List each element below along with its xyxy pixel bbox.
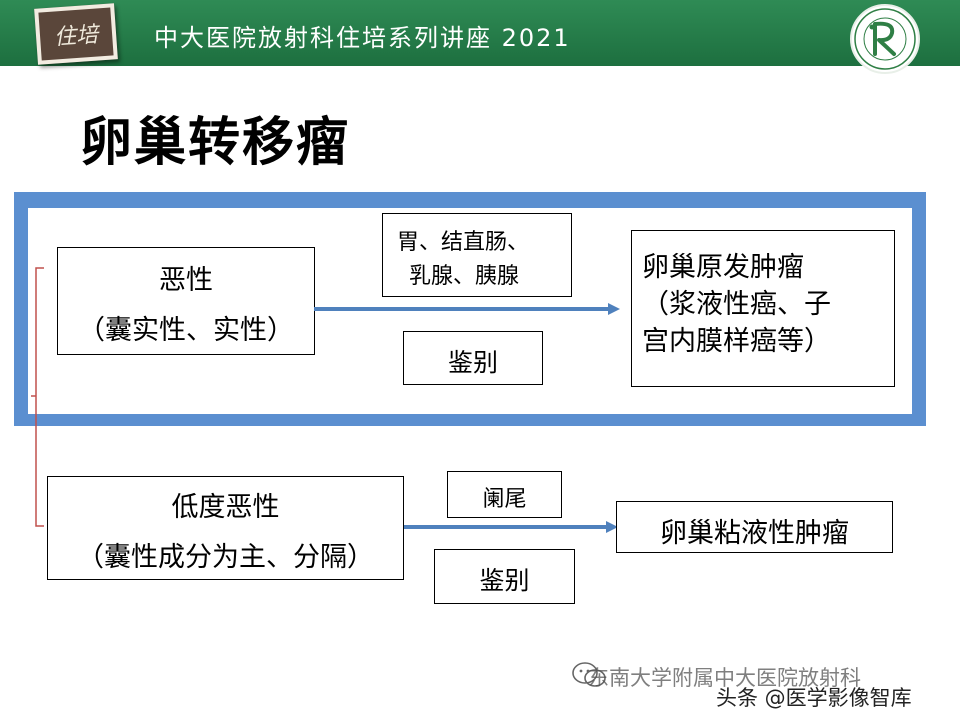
low-malignant-box: 低度恶性 （囊性成分为主、分隔） <box>47 476 404 580</box>
low-differential-label: 鉴别 <box>479 566 530 595</box>
low-malignant-arrow <box>404 521 618 533</box>
slide-title: 卵巢转移瘤 <box>80 113 351 173</box>
malignant-differential-box: 鉴别 <box>403 331 543 385</box>
watermark-attribution: 头条 @医学影像智库 <box>716 686 912 710</box>
badge-text: 住培 <box>53 22 99 51</box>
low-malignant-label: 低度恶性 <box>171 492 280 523</box>
appendix-box: 阑尾 <box>447 471 562 518</box>
malignant-box: 恶性 （囊实性、实性） <box>57 247 315 355</box>
watermark-source: 东南大学附属中大医院放射科 <box>588 666 861 690</box>
malignant-sources-line1: 胃、结直肠、 <box>397 230 530 255</box>
hospital-radiology-seal-icon <box>850 4 920 74</box>
header-title: 中大医院放射科住培系列讲座 2021 <box>154 24 571 52</box>
mucinous-tumor-box: 卵巢粘液性肿瘤 <box>616 501 893 553</box>
malignant-differential-label: 鉴别 <box>447 348 498 377</box>
low-malignant-subtitle: （囊性成分为主、分隔） <box>77 542 374 573</box>
primary-tumor-line3: 宫内膜样癌等） <box>642 326 831 357</box>
appendix-label: 阑尾 <box>482 487 527 512</box>
grouping-bracket <box>31 267 44 527</box>
primary-tumor-box: 卵巢原发肿瘤 （浆液性癌、子 宫内膜样癌等） <box>631 230 895 387</box>
malignant-sources-box: 胃、结直肠、 乳腺、胰腺 <box>382 213 572 297</box>
course-badge: 住培 <box>34 3 118 65</box>
primary-tumor-line1: 卵巢原发肿瘤 <box>642 252 804 283</box>
malignant-arrow <box>314 303 620 315</box>
malignant-subtitle: （囊实性、实性） <box>78 315 294 346</box>
mucinous-tumor-label: 卵巢粘液性肿瘤 <box>660 518 849 549</box>
header-bar: 住培 中大医院放射科住培系列讲座 2021 <box>0 0 960 74</box>
primary-tumor-line2: （浆液性癌、子 <box>642 289 831 320</box>
wechat-icon <box>572 662 606 687</box>
malignant-sources-line2: 乳腺、胰腺 <box>409 264 520 289</box>
malignant-label: 恶性 <box>159 265 213 296</box>
low-differential-box: 鉴别 <box>434 549 575 604</box>
